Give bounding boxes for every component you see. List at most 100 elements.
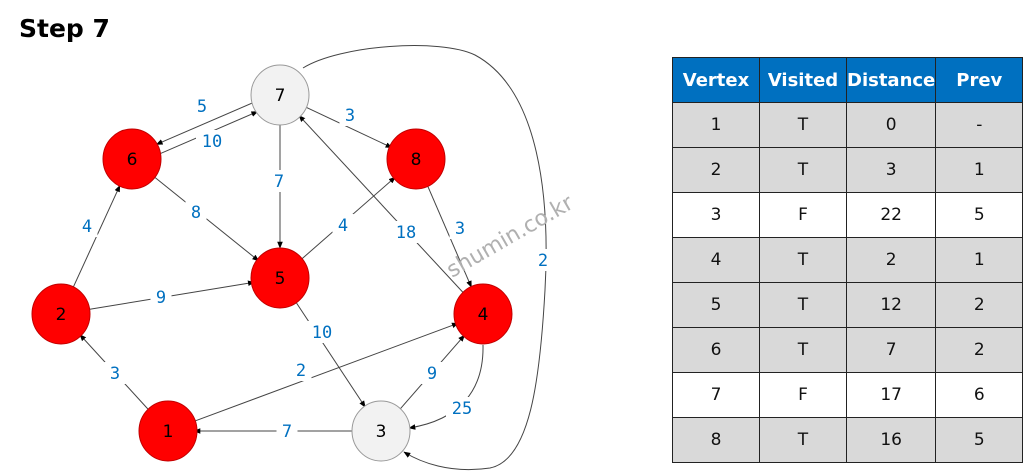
table-cell-prev: 1 [935,237,1024,283]
table-cell-visited: T [759,147,847,193]
edge-label-background [339,104,361,126]
table-cell-visited: T [759,282,847,328]
edge-weight-label: 8 [191,203,201,223]
edge-7-to-8 [303,105,393,149]
edge-label-background [104,362,126,384]
node-circle [138,400,198,462]
table-cell-prev: 5 [935,192,1024,238]
table-cell-prev: 6 [935,372,1024,418]
table-cell-vertex: 8 [672,417,760,463]
node-8: 8 [386,128,446,190]
edge-weight-label: 10 [202,132,222,152]
node-label: 4 [478,305,489,325]
column-header-prev: Prev [935,57,1024,103]
edge-label-background [150,286,172,308]
node-circle [351,400,411,462]
edge-5-to-3 [295,301,366,408]
table-cell-distance: 16 [845,417,937,463]
table-cell-distance: 7 [845,327,937,373]
edge-label-background [446,397,478,419]
edge-label-background [390,221,422,243]
node-label: 5 [275,269,286,289]
table-cell-distance: 0 [845,102,937,148]
node-1: 1 [138,400,198,462]
edge-label-background [332,214,354,236]
edge-weight-label: 9 [427,364,437,384]
node-4: 4 [453,283,513,345]
node-5: 5 [250,247,310,309]
column-header-vertex: Vertex [672,57,760,103]
table-cell-vertex: 6 [672,327,760,373]
node-label: 2 [56,305,67,325]
table-cell-distance: 3 [845,147,937,193]
edge-label-background [196,130,228,152]
edge-weight-label: 9 [156,288,166,308]
node-2: 2 [31,283,91,345]
column-header-visited: Visited [759,57,847,103]
edge-weight-label: 7 [282,422,292,442]
table-cell-prev: - [935,102,1024,148]
node-6: 6 [102,128,162,190]
edge-weight-label: 5 [197,97,207,117]
edge-weight-label: 2 [296,361,306,381]
edge-label-background [532,249,554,271]
node-circle [250,247,310,309]
edge-weight-label: 10 [312,323,332,343]
table-cell-visited: T [759,102,847,148]
node-label: 8 [411,150,422,170]
edge-label-background [276,420,298,442]
column-header-distance: Distance [845,57,937,103]
node-circle [102,128,162,190]
edge-label-background [449,217,471,239]
node-3: 3 [351,400,411,462]
table-cell-prev: 2 [935,282,1024,328]
table-cell-prev: 2 [935,327,1024,373]
node-label: 3 [376,422,387,442]
table-cell-prev: 5 [935,417,1024,463]
node-label: 1 [163,422,174,442]
edge-weight-label: 7 [274,172,284,192]
table-cell-distance: 2 [845,237,937,283]
table-cell-vertex: 3 [672,192,760,238]
node-label: 6 [127,150,138,170]
table-cell-visited: T [759,417,847,463]
edge-label-background [290,359,312,381]
table-cell-vertex: 4 [672,237,760,283]
edge-weight-label: 3 [345,106,355,126]
table-cell-vertex: 5 [672,282,760,328]
edge-label-background [76,215,98,237]
node-circle [386,128,446,190]
table-cell-vertex: 7 [672,372,760,418]
edge-weight-label: 3 [455,219,465,239]
edge-label-background [421,362,443,384]
edge-label-background [185,201,207,223]
edge-weight-label: 18 [396,223,416,243]
table-cell-visited: T [759,327,847,373]
node-circle [31,283,91,345]
table-cell-visited: T [759,237,847,283]
node-label: 7 [275,86,286,106]
edge-weight-label: 4 [82,217,92,237]
edge-weight-label: 2 [538,251,548,271]
table-cell-distance: 12 [845,282,937,328]
edge-1-to-4 [192,322,459,423]
edge-label-background [268,170,290,192]
table-cell-visited: F [759,192,847,238]
table-cell-vertex: 1 [672,102,760,148]
edge-weight-label: 25 [452,399,472,419]
node-circle [250,64,310,126]
table-cell-vertex: 2 [672,147,760,193]
edge-7-to-3 [302,45,547,471]
edge-weight-label: 4 [338,216,348,236]
edge-label-background [191,95,213,117]
edge-7-to-6 [155,101,256,145]
edge-4-to-7 [298,114,465,294]
